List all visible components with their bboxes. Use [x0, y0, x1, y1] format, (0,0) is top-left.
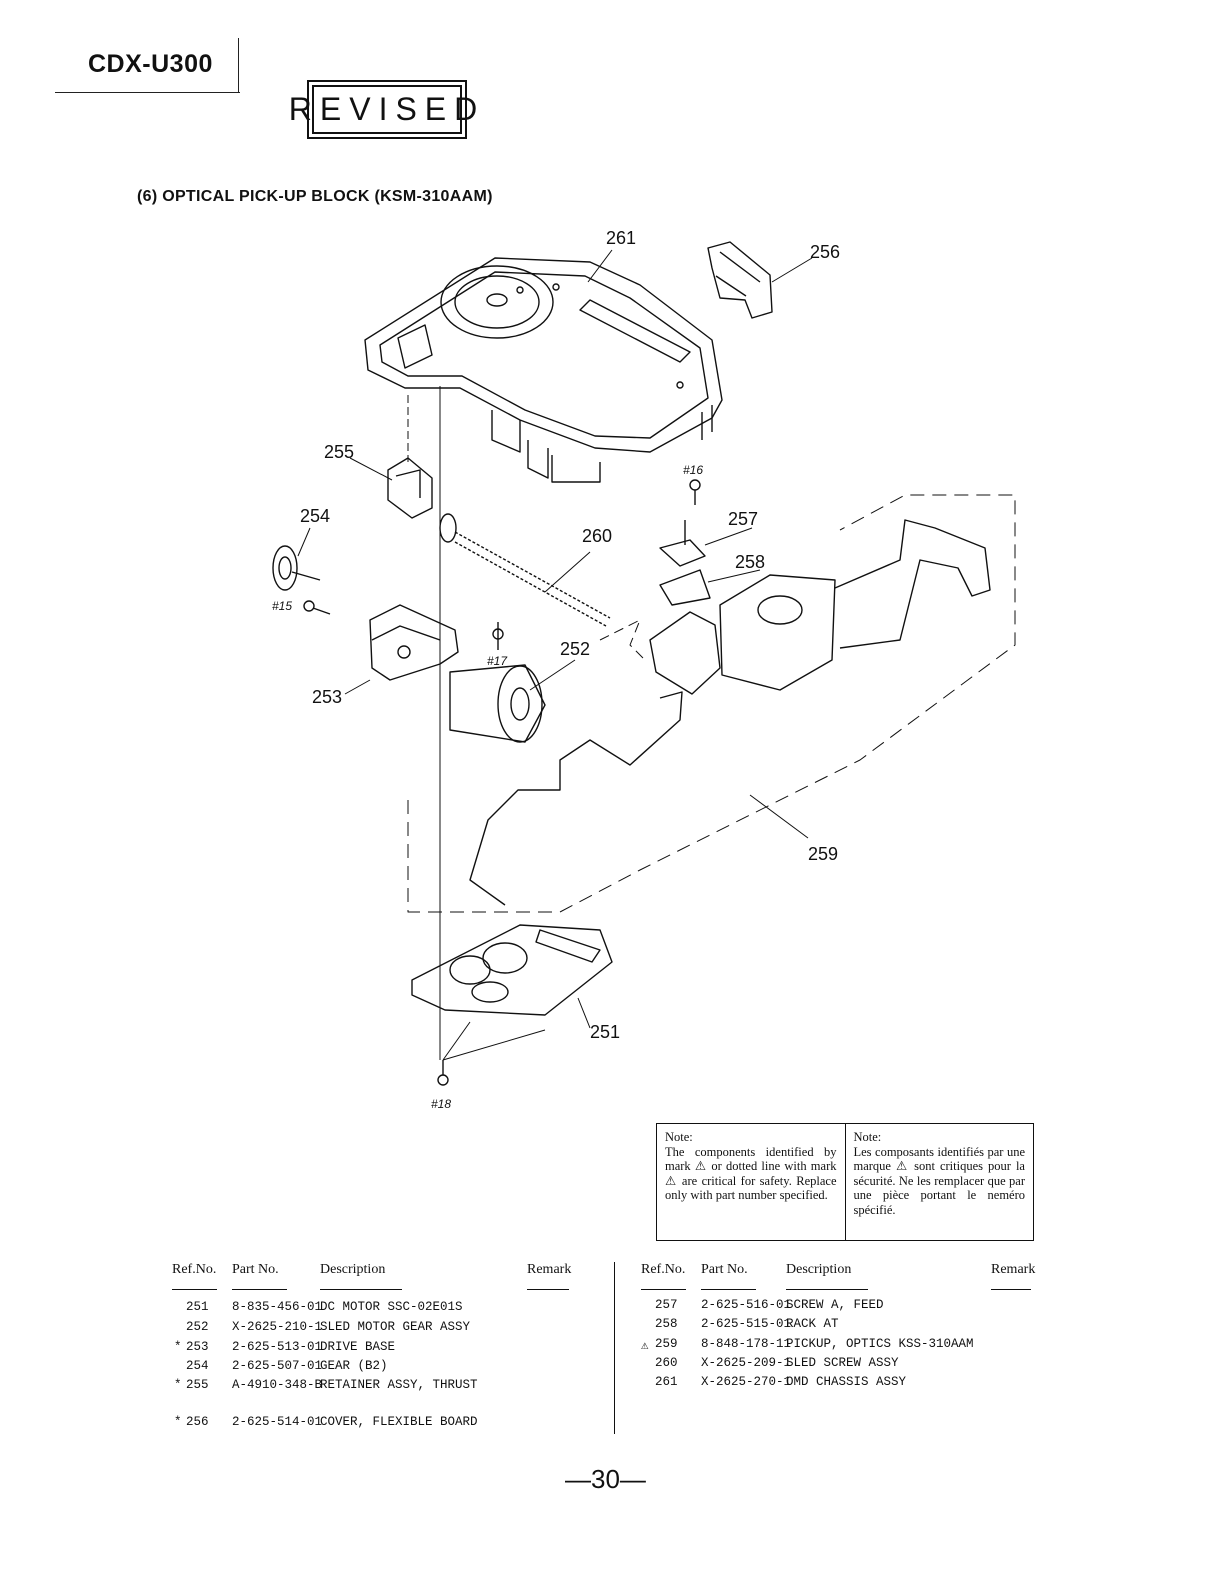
ref-label-251: 251	[590, 1022, 620, 1042]
ref-label-259: 259	[808, 844, 838, 864]
note-en-body: The components identified by mark ⚠ or d…	[665, 1144, 837, 1203]
sled-motor-part	[449, 664, 546, 743]
model-underline	[55, 92, 240, 93]
header-description: Description	[786, 1262, 852, 1277]
parts-table-left: Ref.No. Part No. Description Remark 251 …	[172, 1262, 572, 1429]
screw-17	[492, 622, 504, 650]
ref-label-252: 252	[560, 639, 590, 659]
gear-b2-part	[272, 545, 321, 591]
header-remark: Remark	[527, 1262, 572, 1277]
revised-stamp: REVISED	[289, 80, 477, 139]
ref-label-256: 256	[810, 242, 840, 262]
flexible-board-cover-part	[707, 241, 773, 319]
drive-base-part	[369, 604, 459, 681]
note-en-title: Note:	[665, 1130, 693, 1144]
note-french: Note: Les composants identifiés par une …	[844, 1124, 1034, 1240]
header-ref: Ref.No.	[641, 1262, 686, 1277]
ref-label-261: 261	[606, 228, 636, 248]
header-ref: Ref.No.	[172, 1262, 217, 1277]
parts-table-right: Ref.No. Part No. Description Remark 257 …	[641, 1262, 1036, 1389]
page-number: —30—	[565, 1464, 646, 1494]
optical-pickup-part	[469, 519, 991, 906]
table-divider	[614, 1262, 615, 1434]
ref-label-260: 260	[582, 526, 612, 546]
header-part: Part No.	[232, 1262, 279, 1277]
header-description: Description	[320, 1262, 386, 1277]
note-fr-body: Les composants identifiés par une marque…	[853, 1144, 1026, 1217]
section-title: (6) OPTICAL PICK-UP BLOCK (KSM-310AAM)	[137, 188, 493, 205]
screw-label-18: #18	[431, 1097, 451, 1111]
header-remark: Remark	[991, 1262, 1036, 1277]
omd-chassis-part	[364, 257, 723, 483]
exploded-view-diagram: 261 256 255 254 260 257 258 252 253 259 …	[272, 228, 1016, 1111]
header-part: Part No.	[701, 1262, 748, 1277]
rack-part	[659, 569, 711, 606]
safety-note: Note: The components identified by mark …	[656, 1123, 1034, 1241]
screw-label-17: #17	[487, 654, 508, 668]
ref-label-253: 253	[312, 687, 342, 707]
screw-16	[689, 479, 701, 505]
motor-board-part	[411, 924, 613, 1016]
screw-label-16: #16	[683, 463, 703, 477]
screw-18	[437, 1060, 449, 1086]
ref-label-254: 254	[300, 506, 330, 526]
model-rule	[238, 38, 239, 93]
note-english: Note: The components identified by mark …	[657, 1124, 845, 1240]
screw-15	[303, 600, 331, 615]
screw-label-15: #15	[272, 599, 292, 613]
feed-screw-part	[659, 520, 706, 567]
model-name: CDX-U300	[88, 50, 213, 78]
ref-label-257: 257	[728, 509, 758, 529]
note-fr-title: Note:	[853, 1130, 882, 1144]
ref-label-255: 255	[324, 442, 354, 462]
ref-label-258: 258	[735, 552, 765, 572]
thrust-retainer-part	[387, 457, 433, 519]
